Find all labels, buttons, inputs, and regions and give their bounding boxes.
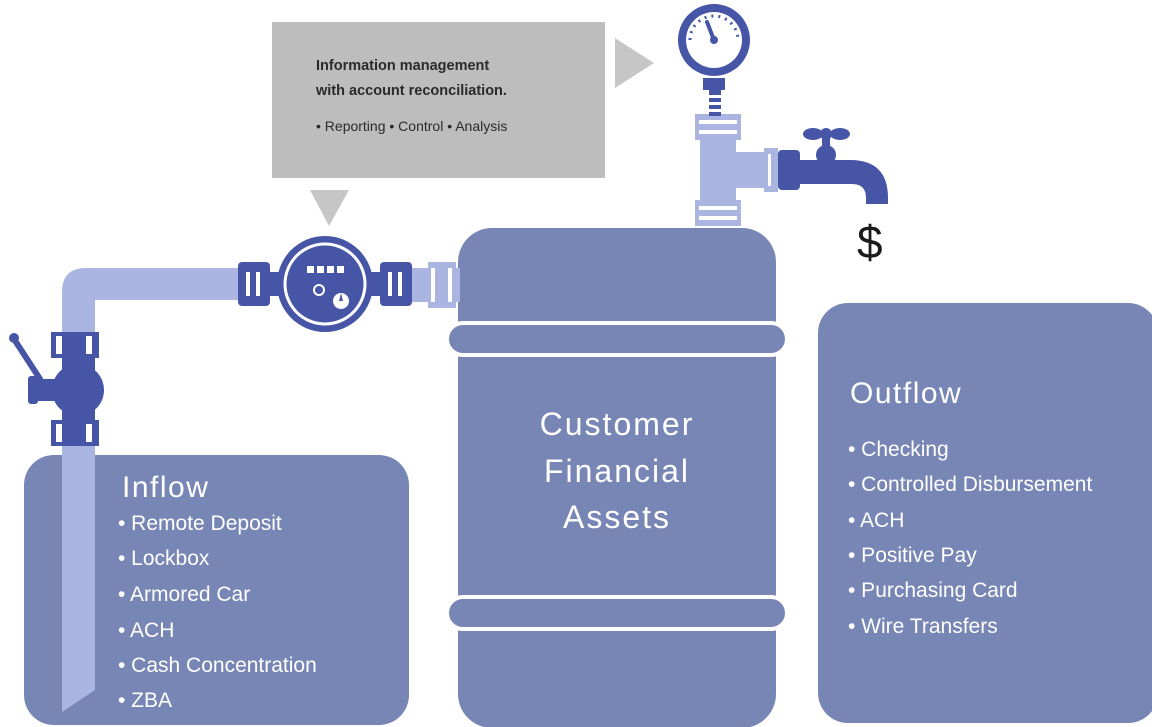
inflow-item: • ZBA — [118, 689, 173, 712]
tank — [445, 228, 789, 727]
tank-title-line-2: Financial — [543, 453, 691, 489]
outflow-panel — [818, 303, 1152, 723]
outflow-item: • Purchasing Card — [848, 579, 1018, 602]
ball-valve-icon — [9, 332, 104, 446]
inflow-title: Inflow — [122, 471, 210, 504]
inflow-item: • Remote Deposit — [118, 512, 282, 535]
inflow-item: • Lockbox — [118, 547, 210, 570]
callout-box: Information management with account reco… — [272, 22, 605, 178]
callout-line-1: Information management — [316, 58, 490, 74]
outflow-item: • Controlled Disbursement — [848, 473, 1093, 496]
inflow-panel — [24, 455, 409, 725]
tank-title-line-3: Assets — [562, 499, 672, 535]
gauge-pipe — [695, 114, 778, 226]
water-meter-icon — [238, 236, 412, 332]
callout-line-2: with account reconciliation. — [316, 83, 507, 99]
outflow-item: • Checking — [848, 438, 949, 461]
tank-inlet-coupling — [428, 262, 456, 308]
faucet-icon — [778, 128, 888, 204]
outflow-item: • Positive Pay — [848, 544, 977, 567]
outflow-item: • Wire Transfers — [848, 615, 998, 638]
callout-arrow-right — [615, 38, 654, 88]
inflow-item: • Armored Car — [118, 583, 251, 606]
inflow-item: • Cash Concentration — [118, 654, 317, 677]
callout-arrow-down — [310, 190, 349, 226]
pressure-gauge-icon — [678, 4, 750, 116]
dollar-sign: $ — [857, 216, 883, 268]
pipe-elbow — [62, 268, 245, 300]
inflow-item: • ACH — [118, 619, 175, 642]
tank-title-line-1: Customer — [539, 406, 695, 442]
outflow-title: Outflow — [850, 377, 963, 410]
callout-line-3: • Reporting • Control • Analysis — [316, 118, 508, 134]
outflow-item: • ACH — [848, 509, 905, 532]
